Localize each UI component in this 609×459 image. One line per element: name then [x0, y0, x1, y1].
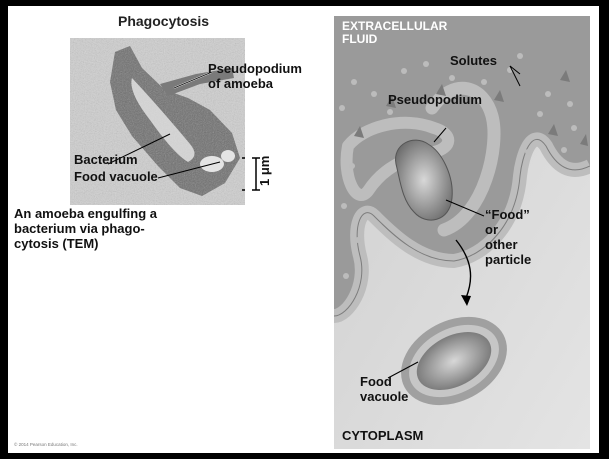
- label-bacterium: Bacterium: [74, 152, 138, 167]
- slide: Phagocytosis: [8, 6, 599, 453]
- micrograph-caption: An amoeba engulfing a bacterium via phag…: [14, 206, 157, 251]
- label-food-vacuole-diagram: Food vacuole: [360, 374, 408, 404]
- label-solutes: Solutes: [450, 53, 497, 68]
- label-cytoplasm: CYTOPLASM: [342, 428, 423, 443]
- copyright-notice: © 2014 Pearson Education, Inc.: [14, 442, 78, 447]
- label-pseudopodium: Pseudopodium: [388, 92, 482, 107]
- slide-title: Phagocytosis: [118, 13, 209, 29]
- label-extracellular-fluid: EXTRACELLULAR FLUID: [342, 20, 447, 46]
- label-food-particle: “Food” or other particle: [485, 207, 531, 267]
- scale-bar-label: 1 μm: [257, 156, 272, 186]
- label-pseudopodium-amoeba: Pseudopodium of amoeba: [208, 61, 302, 91]
- label-food-vacuole: Food vacuole: [74, 169, 158, 184]
